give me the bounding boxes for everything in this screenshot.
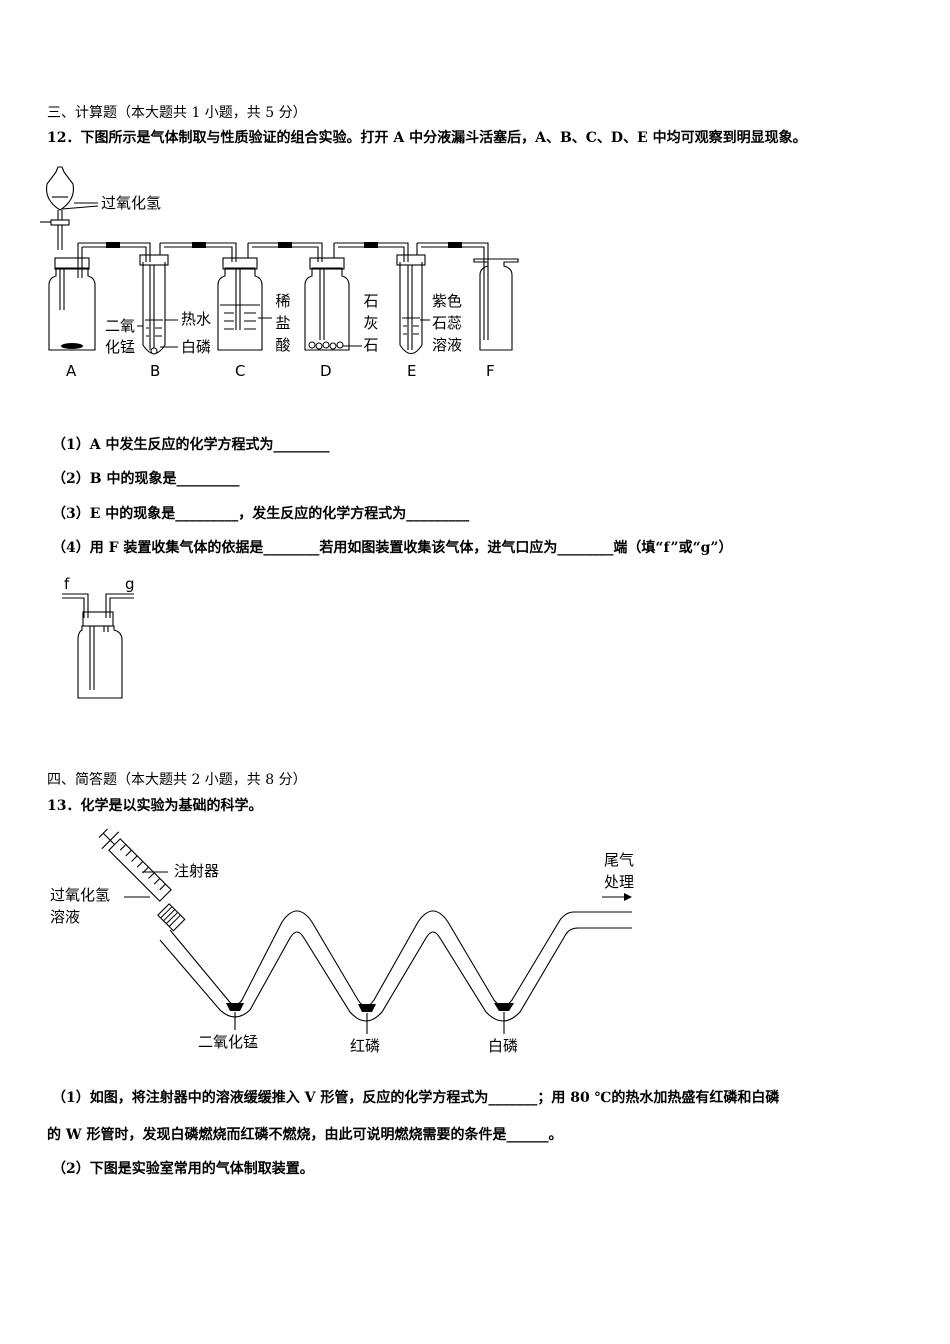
label-b-left-bottom: 化锰	[105, 338, 136, 356]
question-12-part-1: （1）A 中发生反应的化学方程式为________	[52, 437, 330, 453]
question-12-part-2: （2）B 中的现象是_________	[52, 471, 240, 487]
label-tail-gas-1: 尾气	[604, 851, 635, 869]
label-syringe: 注射器	[174, 862, 220, 880]
label-port-g: g	[125, 575, 135, 593]
label-letter-e: E	[407, 362, 417, 380]
funnel-bulb-shape	[45, 166, 75, 211]
label-peroxide-solution-2: 溶液	[50, 908, 81, 926]
question-12-stem: 12．下图所示是气体制取与性质验证的组合实验。打开 A 中分液漏斗活塞后，A、B…	[47, 130, 807, 146]
label-manganese-dioxide: 二氧化锰	[198, 1033, 259, 1051]
question-12-part-4: （4）用 F 装置收集气体的依据是________若用如图装置收集该气体，进气口…	[52, 540, 733, 556]
label-letter-f: F	[486, 362, 495, 380]
label-letter-b: B	[150, 362, 161, 380]
question-13-stem: 13．化学是以实验为基础的科学。	[47, 798, 263, 814]
label-white-phosphorus-w: 白磷	[488, 1037, 519, 1055]
question-13-part-2: （2）下图是实验室常用的气体制取装置。	[52, 1161, 314, 1177]
label-letter-d: D	[320, 362, 332, 380]
label-red-phosphorus: 红磷	[350, 1037, 381, 1055]
label-peroxide-solution-1: 过氧化氢	[50, 886, 111, 904]
label-tail-gas-2: 处理	[604, 873, 635, 891]
label-letter-c: C	[235, 362, 246, 380]
question-13-part-1-line-2: 的 W 形管时，发现白磷燃烧而红磷不燃烧，由此可说明燃烧需要的条件是______…	[47, 1127, 563, 1143]
question-12-part-3: （3）E 中的现象是_________，发生反应的化学方程式为_________	[52, 506, 470, 522]
label-limestone: 石 灰 石	[363, 292, 379, 354]
label-port-f: f	[64, 575, 70, 593]
label-letter-a: A	[66, 362, 77, 380]
question-13-part-1-line-1: （1）如图，将注射器中的溶液缓缓推入 V 形管，反应的化学方程式为_______…	[52, 1090, 780, 1106]
label-litmus-solution: 紫色 石蕊 溶液	[432, 292, 463, 354]
section-3-heading: 三、计算题（本大题共 1 小题，共 5 分）	[47, 105, 307, 121]
label-hydrogen-peroxide: 过氧化氢	[101, 194, 162, 212]
section-4-heading: 四、简答题（本大题共 2 小题，共 8 分）	[47, 772, 307, 788]
label-dilute-hcl: 稀 盐 酸	[275, 292, 291, 354]
label-b-left-top: 二氧	[105, 317, 136, 335]
label-hot-water: 热水	[181, 310, 212, 328]
label-white-phosphorus: 白磷	[181, 338, 212, 356]
